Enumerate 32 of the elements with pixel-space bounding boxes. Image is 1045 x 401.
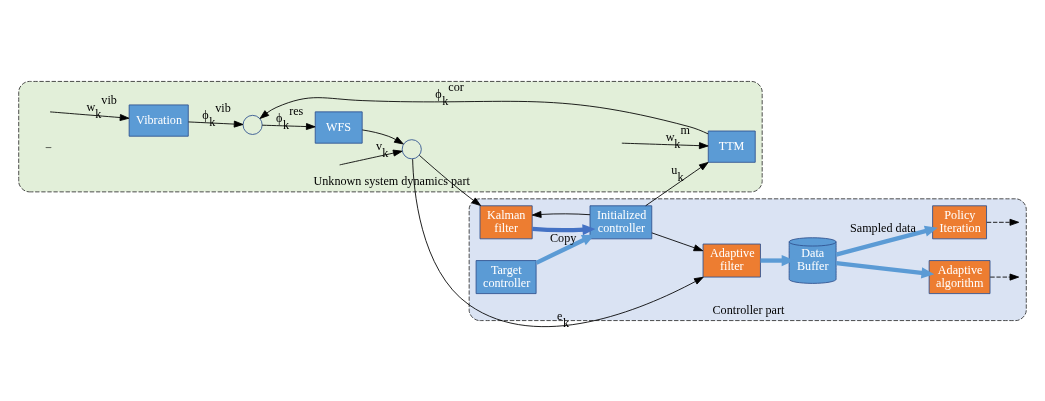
node-box: Target controller: [475, 259, 537, 294]
arrow: [261, 122, 316, 130]
arrow: [188, 120, 244, 128]
node-circle: [242, 114, 263, 135]
arrow: [412, 158, 704, 327]
arrow: [418, 154, 481, 206]
arrow: [531, 210, 591, 218]
node-box: Adaptive filter: [702, 243, 761, 278]
arrow: [651, 231, 704, 251]
arrow: [535, 234, 595, 265]
node-box: Initialized controller: [589, 204, 653, 239]
node-circle: [401, 138, 422, 159]
node-box: Policy Iteration: [932, 204, 987, 239]
arrow: [621, 141, 709, 149]
label: −: [45, 140, 53, 155]
arrow: [986, 218, 1020, 226]
arrow: [361, 128, 404, 144]
node-box: WFS: [314, 110, 363, 144]
arrow: [49, 110, 130, 121]
arrow: [339, 149, 403, 165]
node-box: Vibration: [128, 103, 189, 137]
arrow: [835, 260, 935, 278]
node-box: Adaptive algorithm: [928, 259, 991, 294]
node-box: TTM: [707, 130, 756, 163]
edge-label: Copy: [550, 230, 577, 245]
arrow: [259, 96, 709, 134]
arrow: [645, 161, 709, 206]
arrow: [532, 223, 596, 235]
edge-label: Sampled data: [850, 220, 916, 235]
arrow: [835, 225, 938, 257]
node-box: Kalman filter: [479, 204, 533, 239]
arrow: [989, 273, 1020, 281]
